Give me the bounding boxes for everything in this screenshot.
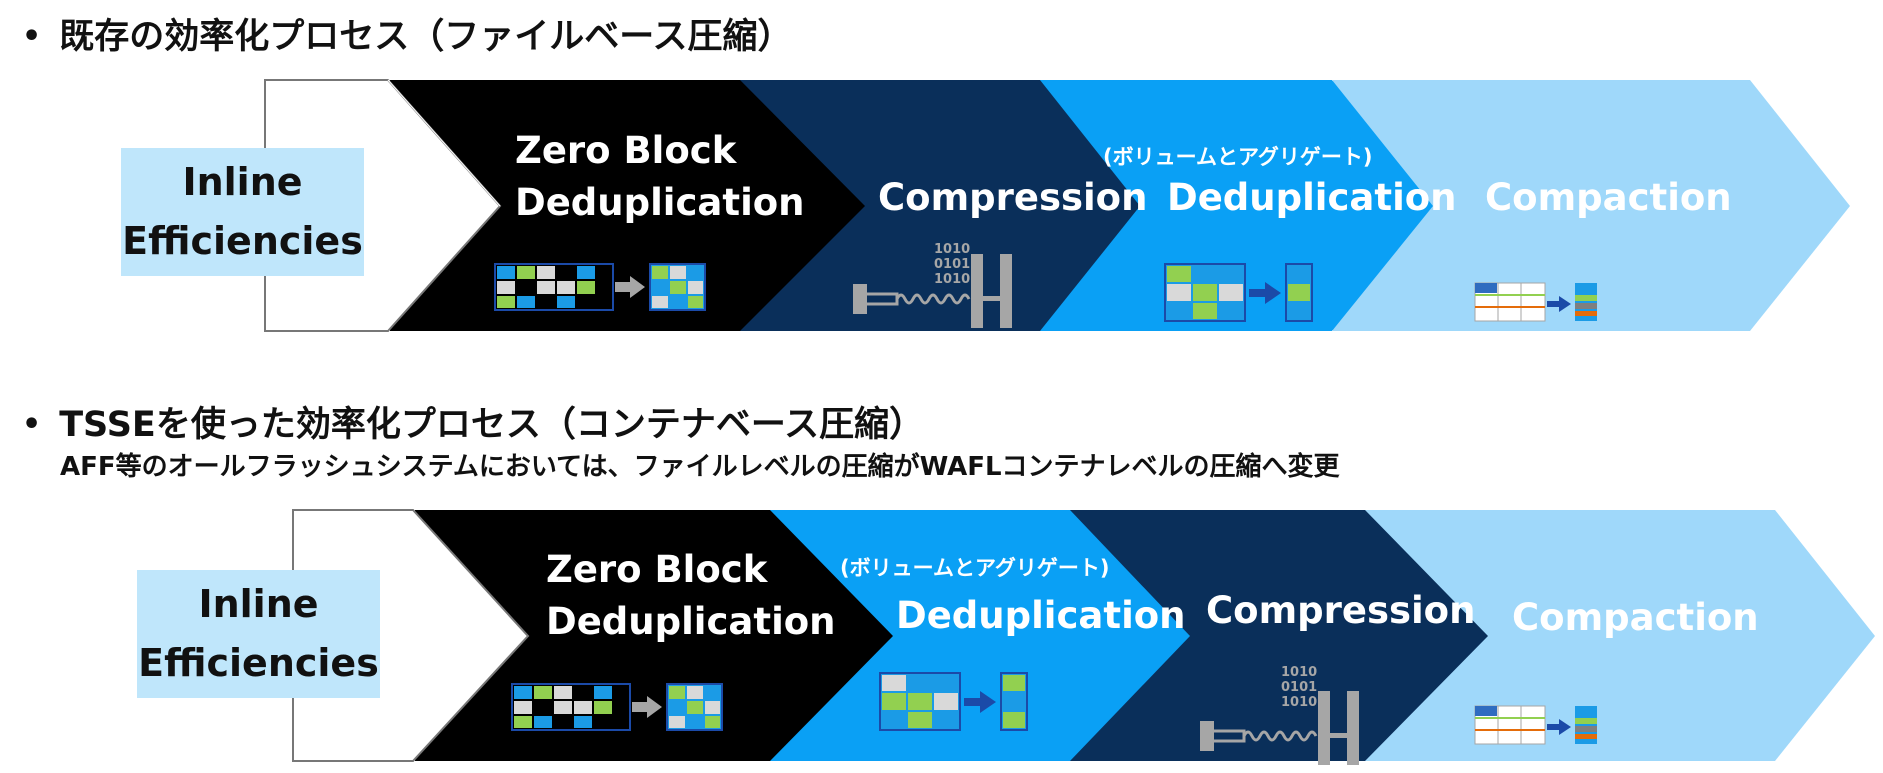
compression-icon	[853, 254, 1012, 328]
zero-block-line1: Zero Block	[515, 129, 737, 172]
section1-title-text: 既存の効率化プロセス（ファイルベース圧縮）	[59, 17, 793, 57]
compaction-icon	[1474, 282, 1597, 322]
binary-digits: 1010 0101 1010	[934, 242, 971, 288]
binary-row-2: 0101	[934, 256, 971, 272]
dedup-note: (ボリュームとアグリゲート)	[840, 556, 1110, 580]
binary-row-1: 1010	[1281, 665, 1318, 680]
zero-block-icon	[494, 263, 706, 311]
compression-icon	[1200, 691, 1359, 765]
section2-title: • TSSEを使った効率化プロセス（コンテナベース圧縮）	[22, 396, 924, 447]
bullet-icon: •	[22, 407, 42, 442]
compaction-label: Compaction	[1485, 176, 1732, 219]
dedup-note: (ボリュームとアグリゲート)	[1103, 145, 1373, 169]
compaction-label: Compaction	[1512, 596, 1759, 639]
inline-label-line1: Inline	[198, 582, 319, 627]
dedup-label: Deduplication	[1167, 176, 1457, 219]
binary-row-2: 0101	[1281, 679, 1318, 695]
binary-row-3: 1010	[1281, 694, 1318, 710]
compression-chevron	[740, 80, 1140, 331]
zero-block-line2: Deduplication	[546, 599, 836, 643]
compaction-chevron	[1365, 510, 1875, 761]
compression-chevron	[1070, 510, 1488, 761]
compaction-chevron	[1333, 80, 1850, 331]
dedup-chevron	[770, 510, 1190, 761]
compression-label: Compression	[1206, 589, 1476, 632]
section2-title-text: TSSEを使った効率化プロセス（コンテナベース圧縮）	[59, 405, 925, 445]
binary-row-1: 1010	[934, 242, 971, 257]
dedup-label: Deduplication	[896, 594, 1186, 637]
inline-label-line1: Inline	[182, 160, 303, 205]
bullet-icon: •	[22, 19, 42, 54]
zero-block-icon	[511, 683, 723, 731]
zero-block-line1: Zero Block	[546, 548, 768, 591]
binary-digits: 1010 0101 1010	[1281, 665, 1318, 711]
dedup-icon	[879, 672, 1028, 731]
binary-row-3: 1010	[934, 271, 971, 287]
zero-block-label: Zero Block Deduplication	[515, 125, 805, 229]
zero-block-label: Zero Block Deduplication	[546, 544, 836, 648]
dedup-icon	[1164, 263, 1313, 322]
inline-label-line2: Efficiencies	[138, 641, 379, 685]
dedup-chevron	[1040, 80, 1433, 331]
flow-1-shapes	[264, 79, 1850, 332]
inline-label-line2: Efficiencies	[122, 219, 363, 263]
compaction-icon	[1474, 705, 1597, 745]
zero-block-line2: Deduplication	[515, 180, 805, 224]
section2-subtitle: AFF等のオールフラッシュシステムにおいては、ファイルレベルの圧縮がWAFLコン…	[60, 452, 1340, 482]
flow-2-shapes	[292, 509, 1875, 765]
section1-title: • 既存の効率化プロセス（ファイルベース圧縮）	[22, 8, 792, 59]
compression-label: Compression	[878, 176, 1148, 219]
